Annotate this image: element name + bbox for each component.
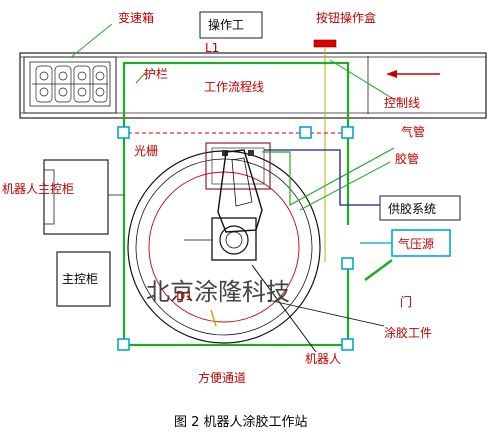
d1-marker (210, 309, 217, 327)
gearbox-label: 变速箱 (118, 10, 154, 25)
glue-workpiece-fixture (205, 142, 271, 190)
robot-label: 机器人 (305, 352, 341, 366)
robot-main-cabinet (43, 159, 124, 235)
gearbox-leader (69, 23, 113, 59)
air-source-label: 气压源 (398, 236, 434, 251)
main-cabinet (56, 251, 111, 307)
l1-label: L1 (205, 41, 219, 55)
main-cabinet-label: 主控柜 (62, 272, 98, 286)
company-watermark: 北京涂隆科技 (146, 278, 290, 306)
glue-workpiece-label: 涂胶工件 (384, 325, 432, 340)
operator-station-label: 操作工 (208, 17, 244, 32)
door-label: 门 (400, 294, 412, 309)
guardrail-posts (117, 126, 354, 351)
button-box (313, 39, 337, 48)
robot-reach-outer (127, 150, 321, 344)
guardrail-leader (135, 71, 147, 84)
robot-leader (251, 264, 317, 353)
aisle-label: 方便通道 (198, 370, 246, 385)
guardrail (122, 61, 393, 347)
control-line-leader (329, 59, 396, 101)
glue-system-label: 供胶系统 (388, 201, 436, 216)
air-pipe (262, 147, 395, 207)
air-source-box (391, 229, 451, 257)
control-line-label: 控制线 (384, 96, 420, 110)
glue-pipe-label: 胶管 (395, 151, 419, 166)
robot-arm (184, 149, 263, 261)
button-box-label: 按钮操作盒 (316, 10, 376, 25)
glue-system-box (379, 195, 461, 221)
light-curtain-label: 光栅 (134, 143, 158, 158)
process-line-label: 工作流程线 (204, 79, 264, 94)
robot-main-cabinet-label: 机器人主控柜 (2, 182, 74, 196)
guardrail-label: 护栏 (144, 66, 168, 81)
d1-label: D1 (176, 289, 193, 303)
workpiece-leader (267, 299, 385, 327)
robot-reach-inner (135, 158, 313, 336)
air-pipe-label: 气管 (401, 124, 425, 139)
glue-pipe (264, 149, 391, 211)
gearbox-drawing (23, 56, 117, 114)
flow-arrow (386, 70, 440, 78)
figure-caption: 图 2 机器人涂胶工作站 (174, 414, 308, 430)
operator-station-box (199, 11, 263, 39)
